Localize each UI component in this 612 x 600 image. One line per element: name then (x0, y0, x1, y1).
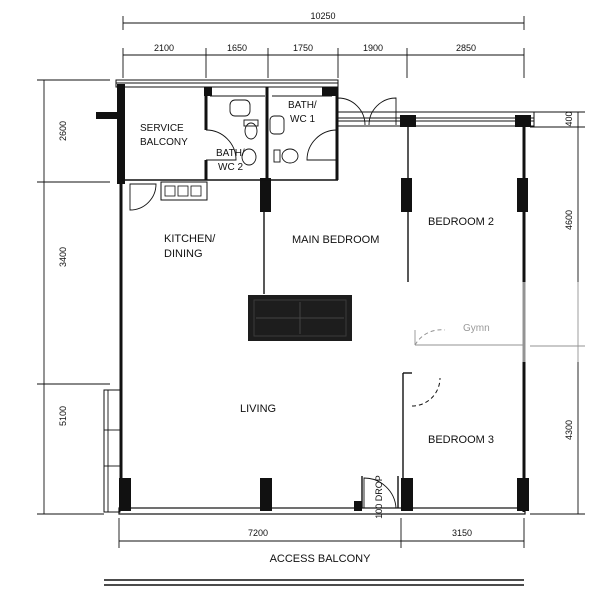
basin-icon (229, 99, 251, 117)
left-dim-2: 3400 (58, 247, 68, 267)
service-balcony-label-line1: SERVICE (140, 123, 184, 134)
right-dim-3: 4300 (564, 420, 574, 440)
top-dim-5: 2850 (456, 43, 476, 53)
service-balcony-label-line2: BALCONY (140, 137, 188, 148)
sink-icon (160, 181, 208, 201)
left-dimensions: 2600 3400 5100 (37, 79, 110, 515)
bedroom-2-label: BEDROOM 2 (428, 216, 494, 228)
top-dim-3: 1750 (293, 43, 313, 53)
left-dim-1: 2600 (58, 121, 68, 141)
bottom-dim-1: 7200 (248, 528, 268, 538)
bath-wc-2-label-line2: WC 2 (218, 162, 243, 173)
top-dimensions: 10250 2100 1650 1750 1900 2850 (122, 11, 525, 78)
fixtures (160, 99, 299, 201)
access-balcony-label: ACCESS BALCONY (270, 553, 372, 565)
overall-width-label: 10250 (310, 11, 335, 21)
bottom-dim-2: 3150 (452, 528, 472, 538)
bedroom-3-label: BEDROOM 3 (428, 434, 494, 446)
central-block (248, 295, 352, 341)
columns (119, 87, 531, 511)
bath-wc-2-label-line1: BATH/ (216, 148, 245, 159)
right-dim-1: 400 (564, 111, 574, 126)
basin-icon (269, 115, 285, 135)
kitchen-dining-label-line1: KITCHEN/ (164, 233, 216, 245)
faded-area (352, 282, 612, 362)
top-dim-4: 1900 (363, 43, 383, 53)
corridor-edge (104, 579, 524, 586)
bath-wc-1-label-line1: BATH/ (288, 100, 317, 111)
toilet-icon (281, 148, 299, 164)
main-bedroom-label: MAIN BEDROOM (292, 234, 379, 246)
kitchen-dining-label-line2: DINING (164, 248, 203, 260)
top-dim-2: 1650 (227, 43, 247, 53)
living-label: LIVING (240, 403, 276, 415)
bath-wc-1-label-line2: WC 1 (290, 114, 315, 125)
drop-label: 100 DROP (374, 475, 384, 519)
room-labels: SERVICE BALCONY BATH/ WC 1 BATH/ WC 2 KI… (140, 100, 494, 565)
faint-room-label: Gymn (463, 323, 490, 334)
left-dim-3: 5100 (58, 406, 68, 426)
bottom-dimensions: 7200 3150 (118, 518, 525, 548)
top-dim-1: 2100 (154, 43, 174, 53)
toilet-icon (244, 122, 258, 140)
right-dim-2: 4600 (564, 210, 574, 230)
